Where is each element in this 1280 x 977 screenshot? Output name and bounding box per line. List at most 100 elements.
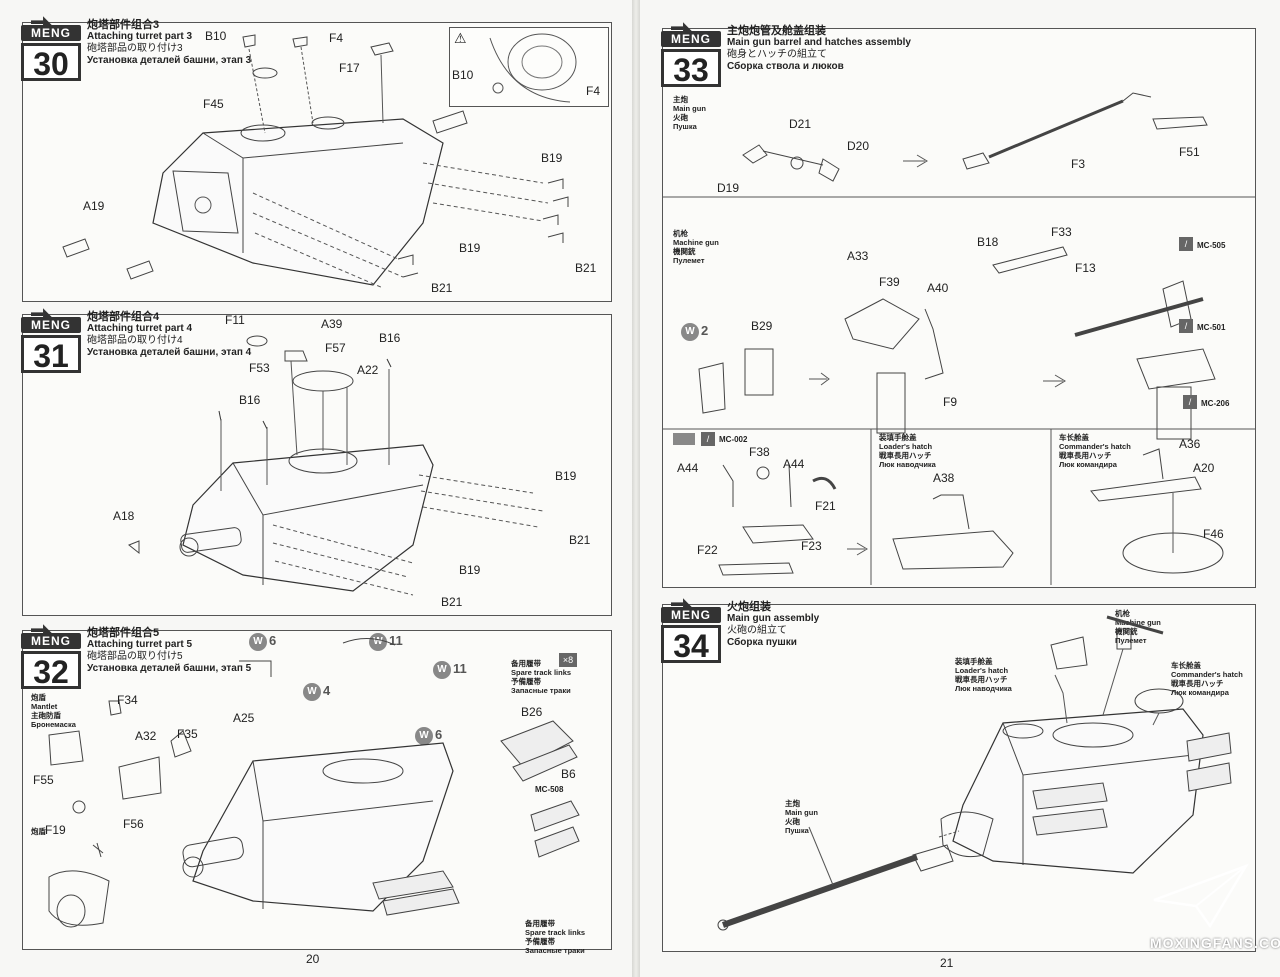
loaders-ru: Люк наводчика bbox=[955, 684, 1012, 693]
part-label: D21 bbox=[789, 117, 812, 131]
step-33-drawing bbox=[663, 92, 1255, 585]
mantlet-ru: Бронемаска bbox=[31, 720, 76, 729]
title-ru: Установка деталей башни, этап 4 bbox=[87, 347, 252, 358]
badge-letter: W bbox=[419, 730, 429, 741]
title-en: Attaching turret part 3 bbox=[87, 31, 193, 42]
step-31-titles: 炮塔部件组合4 Attaching turret part 4 砲塔部品の取り付… bbox=[87, 311, 251, 359]
mantlet-zh: 炮盾 bbox=[31, 693, 46, 702]
paint-icon: / bbox=[1183, 395, 1197, 409]
turret-drawing-32 bbox=[48, 638, 580, 928]
loaders-hatch-legend: 装填手舱盖 Loader's hatch 戦車長用ハッチ Люк наводчи… bbox=[955, 657, 1012, 693]
loaders-en: Loader's hatch bbox=[879, 442, 933, 451]
spare-ru: Запасные траки bbox=[511, 686, 571, 695]
loaders-zh: 装填手舱盖 bbox=[955, 657, 993, 666]
mantlet-en: Mantlet bbox=[31, 702, 58, 711]
spare-zh: 备用履带 bbox=[525, 919, 555, 928]
badge-letter: W bbox=[253, 636, 263, 647]
commanders-en: Commander's hatch bbox=[1059, 442, 1131, 451]
part-label: B26 bbox=[521, 705, 543, 719]
badge-letter: W bbox=[437, 664, 447, 675]
part-label: F11 bbox=[225, 313, 245, 327]
badge-number: 6 bbox=[435, 727, 443, 742]
loaders-ja: 戦車長用ハッチ bbox=[955, 675, 1008, 684]
page-number: 21 bbox=[940, 956, 954, 970]
paper-plane-logo bbox=[1150, 860, 1250, 930]
machine-gun-zh: 机枪 bbox=[1115, 609, 1130, 618]
spare-en: Spare track links bbox=[525, 928, 586, 937]
part-label: B21 bbox=[569, 533, 591, 547]
step-33-titles: 主炮炮管及舱盖组装 Main gun barrel and hatches as… bbox=[727, 25, 911, 73]
badge-letter: W bbox=[373, 636, 383, 647]
paint-code: MC-002 bbox=[719, 435, 748, 444]
step-number: 33 bbox=[661, 49, 721, 88]
part-label: F4 bbox=[329, 31, 344, 45]
part-label: F33 bbox=[1051, 225, 1072, 239]
inset-drawing bbox=[489, 33, 577, 103]
meng-logo: MENG bbox=[21, 25, 81, 41]
tank-icon: ▬◣ bbox=[671, 595, 693, 609]
paint-icon: / bbox=[1179, 237, 1193, 251]
step-34-panel: ▬◣ MENG 34 火炮组装 Main gun assembly 火砲の組立て… bbox=[661, 595, 1256, 952]
title-zh: 炮塔部件组合3 bbox=[87, 19, 160, 31]
commanders-ja: 戦車長用ハッチ bbox=[1171, 679, 1224, 688]
main-gun-en: Main gun bbox=[673, 104, 706, 113]
meng-logo: MENG bbox=[661, 31, 721, 47]
spare-zh: 备用履带 bbox=[511, 659, 541, 668]
title-zh: 主炮炮管及舱盖组装 bbox=[727, 25, 826, 37]
part-label: B21 bbox=[431, 281, 453, 295]
machine-gun-ja: 機関銃 bbox=[1115, 627, 1138, 636]
title-ru: Сборка ствола и люков bbox=[727, 61, 844, 72]
main-gun-legend: 主炮 Main gun 火砲 Пушка bbox=[785, 799, 818, 835]
part-label: F46 bbox=[1203, 527, 1224, 541]
commanders-hatch-legend: 车长舱盖 Commander's hatch 戦車長用ハッチ Люк коман… bbox=[1059, 433, 1131, 469]
paint-code: MC-508 bbox=[535, 785, 564, 794]
machine-gun-en: Machine gun bbox=[673, 238, 719, 247]
paint-badge: W bbox=[303, 683, 321, 701]
tank-icon: ▬◣ bbox=[31, 13, 53, 27]
loaders-en: Loader's hatch bbox=[955, 666, 1009, 675]
part-label: A25 bbox=[233, 711, 255, 725]
part-label: F9 bbox=[943, 395, 958, 409]
title-ja: 砲塔部品の取り付け4 bbox=[87, 335, 183, 346]
part-label: F55 bbox=[33, 773, 54, 787]
loaders-ru: Люк наводчика bbox=[879, 460, 936, 469]
step-30-titles: 炮塔部件组合3 Attaching turret part 3 砲塔部品の取り付… bbox=[87, 19, 251, 67]
paint-code: MC-501 bbox=[1197, 323, 1226, 332]
commanders-zh: 车长舱盖 bbox=[1059, 433, 1089, 442]
paint-code: MC-206 bbox=[1201, 399, 1230, 408]
loaders-ja: 戦車長用ハッチ bbox=[879, 451, 932, 460]
part-label: B16 bbox=[239, 393, 261, 407]
inset-label-b10: B10 bbox=[452, 68, 474, 82]
part-label: B21 bbox=[575, 261, 597, 275]
machine-gun-ru: Пулемет bbox=[673, 256, 705, 265]
badge-number: 11 bbox=[453, 661, 467, 676]
part-label: A18 bbox=[113, 509, 135, 523]
part-label: F17 bbox=[339, 61, 360, 75]
part-label: A38 bbox=[933, 471, 955, 485]
step-number: 31 bbox=[21, 335, 81, 374]
part-label: A44 bbox=[677, 461, 699, 475]
part-label: B19 bbox=[459, 563, 481, 577]
paint-icon: / bbox=[701, 432, 715, 446]
title-ru: Установка деталей башни, этап 5 bbox=[87, 663, 252, 674]
main-gun-zh: 主炮 bbox=[785, 799, 800, 808]
mantlet-bottom-label: 炮盾 bbox=[31, 827, 46, 836]
detail-inset: ⚠ B10 F4 bbox=[449, 27, 609, 107]
step-31-panel: ▬◣ MENG 31 炮塔部件组合4 Attaching turret part… bbox=[21, 305, 612, 616]
commanders-en: Commander's hatch bbox=[1171, 670, 1243, 679]
part-label: B16 bbox=[379, 331, 401, 345]
title-en: Attaching turret part 5 bbox=[87, 639, 193, 650]
badge-letter: W bbox=[685, 326, 695, 337]
part-label: A36 bbox=[1179, 437, 1201, 451]
paint-badge: W bbox=[369, 633, 387, 651]
badge-number: 4 bbox=[323, 683, 331, 698]
main-gun-ru: Пушка bbox=[785, 826, 809, 835]
part-label: F23 bbox=[801, 539, 822, 553]
part-label: D19 bbox=[717, 181, 740, 195]
spare-ru: Запасные траки bbox=[525, 946, 585, 955]
part-label: B29 bbox=[751, 319, 773, 333]
spare-ja: 予備履帯 bbox=[525, 937, 555, 946]
badge-number: 6 bbox=[269, 633, 277, 648]
machine-gun-ja: 機関銃 bbox=[673, 247, 696, 256]
commanders-ru: Люк командира bbox=[1171, 688, 1229, 697]
